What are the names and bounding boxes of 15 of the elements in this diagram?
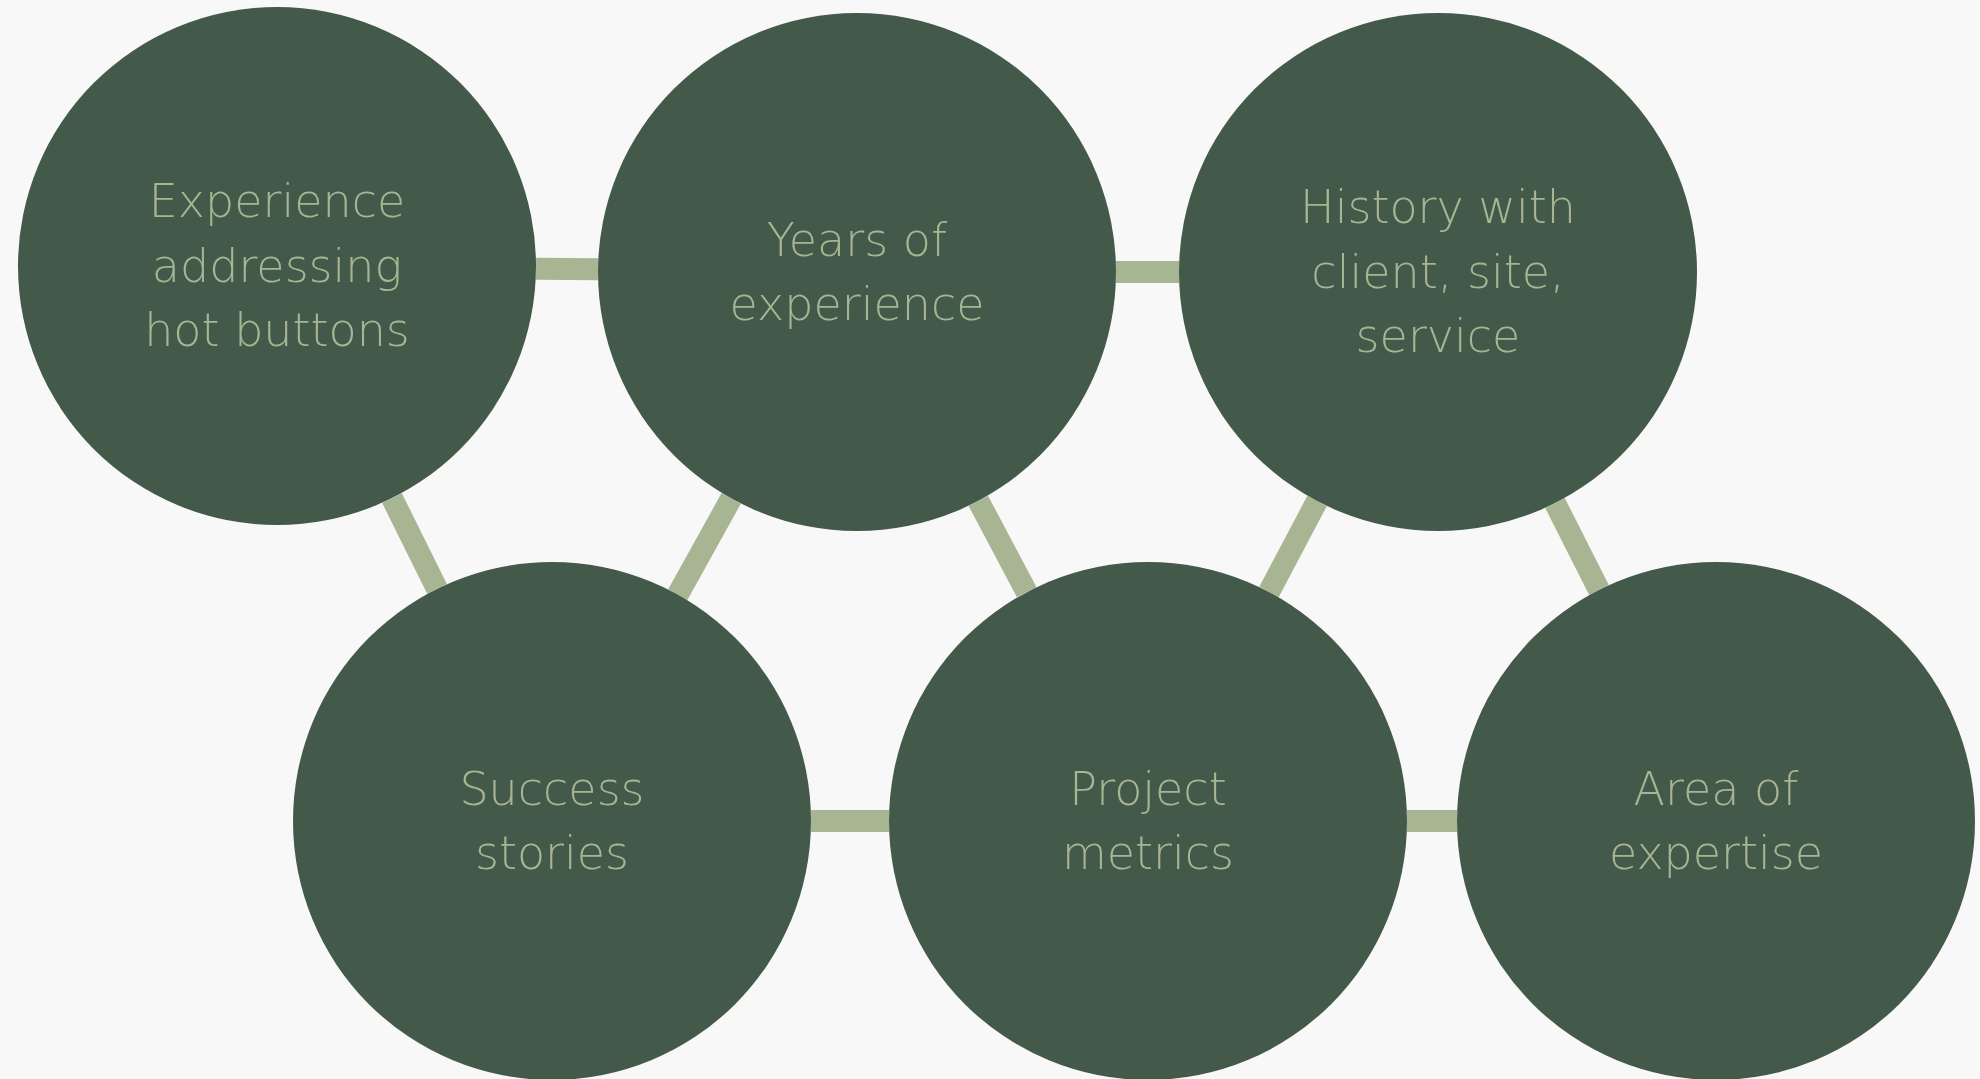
connector-line bbox=[382, 493, 447, 594]
topic-label: Area of expertise bbox=[1607, 760, 1825, 882]
connector-line bbox=[1116, 261, 1179, 283]
connector-line bbox=[968, 495, 1037, 598]
topic-label: Success stories bbox=[458, 760, 646, 882]
topic-label: Years of experience bbox=[728, 211, 986, 333]
connector-line bbox=[1407, 810, 1457, 832]
topic-label: History with client, site, service bbox=[1299, 179, 1577, 366]
connector-line bbox=[535, 257, 599, 281]
topic-label: Project metrics bbox=[1060, 760, 1236, 882]
connector-line bbox=[1545, 498, 1609, 595]
connector-line bbox=[811, 810, 889, 832]
topic-label: Experience addressing hot buttons bbox=[143, 173, 411, 360]
connector-line bbox=[1259, 495, 1327, 598]
connector-line bbox=[668, 493, 741, 600]
